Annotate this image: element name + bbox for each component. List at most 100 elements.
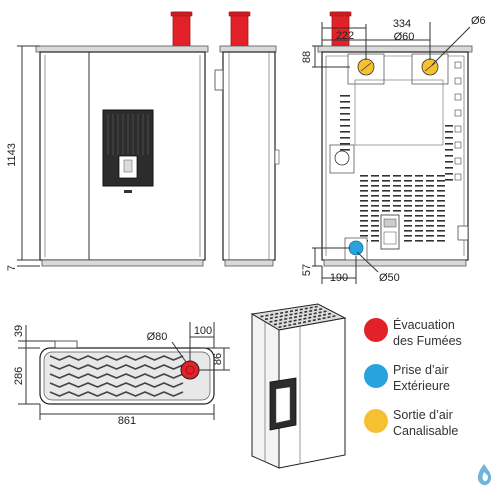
vent-slot — [382, 175, 390, 177]
vent-slot — [371, 240, 379, 242]
vent-slot — [360, 220, 368, 222]
vent-slot — [382, 200, 390, 202]
vent-slot — [404, 235, 412, 237]
vent-slot — [426, 210, 434, 212]
side-rear-vent — [274, 149, 280, 165]
front-badge — [124, 190, 132, 193]
vent-slot — [360, 205, 368, 207]
vent-slot — [426, 215, 434, 217]
vent-slot — [404, 190, 412, 192]
front-base — [41, 259, 204, 267]
vent-slot — [360, 235, 368, 237]
vent-slot — [360, 190, 368, 192]
vent-slot — [393, 180, 401, 182]
vent-slot — [415, 235, 423, 237]
vent-slot — [445, 143, 453, 145]
vent-slot — [415, 185, 423, 187]
vent-slot — [445, 137, 453, 139]
vent-slot — [393, 195, 401, 197]
legend-dot-flue — [364, 318, 388, 342]
vent-slot — [371, 235, 379, 237]
rear-dimensions: 222 334 Ø60 Ø6 88 57 190 Ø50 — [301, 15, 486, 284]
vent-slot — [415, 215, 423, 217]
vent-slot — [382, 180, 390, 182]
vent-slot — [382, 205, 390, 207]
vent-slot — [437, 175, 445, 177]
vent-slot — [340, 119, 350, 121]
vent-slot — [437, 225, 445, 227]
vent-slot — [393, 210, 401, 212]
vent-slot — [371, 230, 379, 232]
legend-intake-line2: Extérieure — [393, 379, 450, 393]
legend-flue-line2: des Fumées — [393, 334, 462, 348]
rear-base — [323, 259, 467, 267]
front-flue-pipe — [172, 11, 191, 47]
vent-slot — [360, 215, 368, 217]
dim-rear-dia6: Ø6 — [471, 15, 486, 27]
vent-slot — [404, 180, 412, 182]
vent-slot — [437, 235, 445, 237]
vent-slot — [382, 190, 390, 192]
vent-slot — [415, 240, 423, 242]
vent-slot — [371, 215, 379, 217]
rear-top-cap — [317, 45, 473, 53]
vent-slot — [404, 210, 412, 212]
rear-flue-port — [334, 150, 350, 166]
front-view: 1143 7 — [6, 11, 209, 271]
vent-slot — [360, 230, 368, 232]
dim-top-861: 861 — [118, 415, 136, 427]
vent-slot — [360, 185, 368, 187]
vent-slot — [371, 225, 379, 227]
legend-outlet-line2: Canalisable — [393, 424, 458, 438]
legend-item-intake: Prise d’air Extérieure — [364, 363, 450, 393]
rear-air-intake — [348, 240, 364, 256]
dim-rear-88: 88 — [301, 51, 313, 63]
vent-slot — [393, 185, 401, 187]
dim-rear-222: 222 — [336, 30, 354, 42]
rear-switch — [457, 225, 469, 241]
vent-slot — [426, 205, 434, 207]
vent-slot — [426, 220, 434, 222]
side-top-cap — [219, 45, 277, 53]
grille-row — [49, 364, 184, 370]
vent-slot — [437, 180, 445, 182]
vent-slot — [445, 161, 453, 163]
top-dimensions: 39 286 Ø80 100 86 861 — [13, 322, 230, 427]
vent-slot — [426, 195, 434, 197]
grille-row — [49, 355, 184, 361]
rear-view: 222 334 Ø60 Ø6 88 57 190 Ø50 — [301, 11, 486, 284]
vent-slot — [340, 107, 350, 109]
front-window-grille — [107, 114, 149, 155]
top-grille — [49, 355, 184, 397]
dim-top-39: 39 — [13, 325, 25, 337]
legend-item-flue: Évacuation des Fumées — [364, 317, 462, 348]
vent-slot — [415, 210, 423, 212]
isometric-view — [250, 303, 347, 469]
vent-slot — [404, 225, 412, 227]
vent-slot — [426, 185, 434, 187]
grille-row — [49, 373, 184, 379]
vent-slot — [340, 137, 350, 139]
vent-slot — [426, 225, 434, 227]
vent-slot — [437, 215, 445, 217]
vent-slot — [437, 205, 445, 207]
dim-top-86: 86 — [212, 353, 224, 365]
top-rear-bracket — [54, 340, 78, 349]
vent-slot — [437, 220, 445, 222]
dim-front-height: 1143 — [6, 143, 18, 167]
vent-slot — [404, 195, 412, 197]
dim-rear-57: 57 — [301, 264, 313, 276]
vent-slot — [371, 185, 379, 187]
vent-slot — [404, 175, 412, 177]
vent-slot — [393, 175, 401, 177]
vent-slot — [371, 210, 379, 212]
vent-slot — [415, 190, 423, 192]
vent-slot — [393, 205, 401, 207]
vent-slot — [415, 175, 423, 177]
vent-slot — [382, 210, 390, 212]
vent-slot — [415, 230, 423, 232]
vent-slot — [393, 190, 401, 192]
side-body — [222, 51, 276, 261]
vent-slot — [426, 175, 434, 177]
